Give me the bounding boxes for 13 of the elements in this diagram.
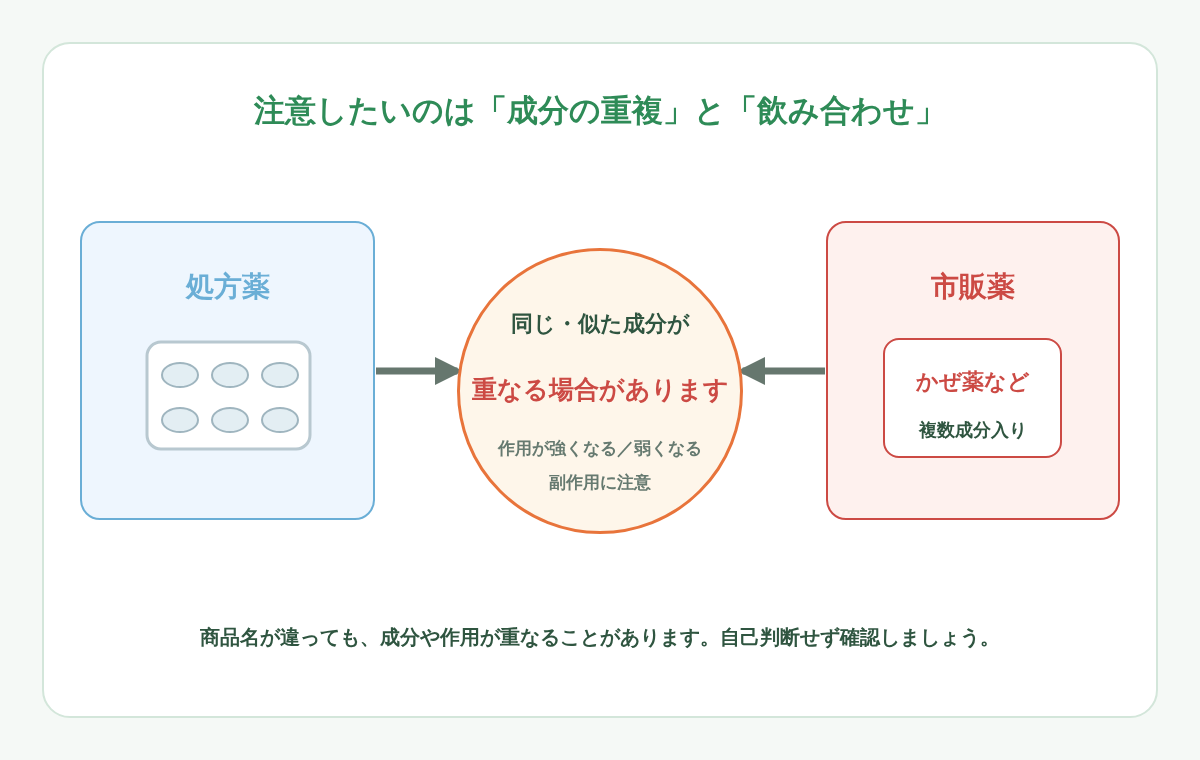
category-box [80, 221, 375, 520]
title: 注意したいのは「成分の重複」と「飲み合わせ」 [254, 92, 946, 130]
example-box [883, 338, 1062, 458]
box-text: 複数成分入り [918, 419, 1027, 441]
circle-note: 作用が強くなる／弱くなる [498, 438, 702, 459]
category-box [826, 221, 1120, 520]
box-heading: 処方薬 [185, 270, 270, 304]
circle-text: 重なる場合があります [471, 375, 729, 405]
box-heading: 市販薬 [931, 270, 1015, 304]
circle-note: 副作用に注意 [549, 472, 651, 493]
circle-text: 同じ・似た成分が [510, 311, 690, 338]
box-text: かぜ薬など [915, 369, 1030, 396]
caption: 商品名が違っても、成分や作用が重なることがあります。自己判断せず確認しましょう。 [200, 625, 1000, 649]
